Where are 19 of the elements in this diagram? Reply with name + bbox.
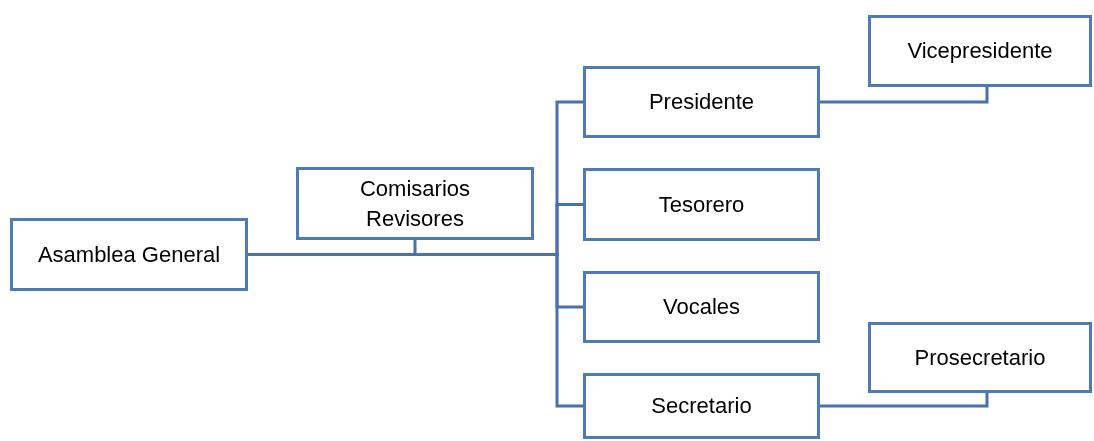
org-box [583,168,820,241]
connector-line [820,87,989,104]
org-box [296,167,534,240]
box-label: Secretario [651,392,752,420]
org-box [583,66,820,138]
box-label: Vocales [662,293,741,321]
org-box [583,271,820,343]
org-box [868,15,1092,87]
box-label: Tesorero [658,190,745,219]
box-label: Vicepresidente [907,37,1053,65]
connector-line [820,393,989,408]
connector-line [248,253,583,408]
box-label: Asamblea General [37,240,221,269]
box-label: Presidente [648,88,755,116]
org-box [10,218,248,291]
box-label: Prosecretario [914,343,1046,372]
org-box [583,373,820,439]
org-box [868,322,1092,393]
box-label: Comisarios Revisores [359,174,471,233]
